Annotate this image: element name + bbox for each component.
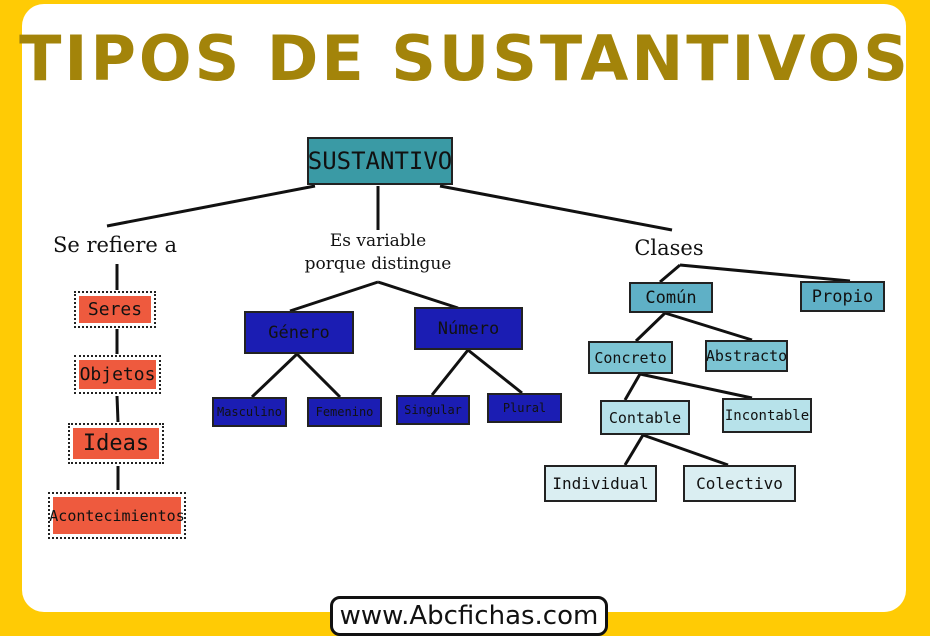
root-node-sustantivo: SUSTANTIVO [307, 137, 453, 185]
page-title: TIPOS DE SUSTANTIVOS [19, 22, 911, 95]
label-line-1: Es variable [329, 231, 427, 251]
node-concreto: Concreto [588, 341, 673, 374]
node-ideas: Ideas [68, 423, 164, 464]
node-individual: Individual [544, 465, 657, 502]
node-incontable: Incontable [722, 398, 812, 433]
node-acontecimientos: Acontecimientos [48, 492, 186, 539]
label-line-2: porque distingue [304, 254, 452, 274]
connector-lines [106, 184, 851, 490]
node-propio: Propio [800, 281, 885, 312]
node-objetos: Objetos [74, 355, 161, 394]
label-clases: Clases [634, 236, 704, 260]
node-numero: Número [414, 307, 523, 350]
node-seres: Seres [74, 291, 156, 328]
node-comun: Común [629, 282, 713, 313]
node-colectivo: Colectivo [683, 465, 796, 502]
node-plural: Plural [487, 393, 562, 423]
website-link[interactable]: www.Abcfichas.com [330, 596, 608, 636]
label-se-refiere-a: Se refiere a [52, 233, 178, 257]
node-contable: Contable [600, 400, 690, 435]
label-es-variable: Es variable porque distingue [298, 230, 458, 276]
node-masculino: Masculino [212, 397, 287, 427]
node-femenino: Femenino [307, 397, 382, 427]
node-abstracto: Abstracto [705, 340, 788, 372]
node-genero: Género [244, 311, 354, 354]
node-singular: Singular [396, 395, 470, 425]
